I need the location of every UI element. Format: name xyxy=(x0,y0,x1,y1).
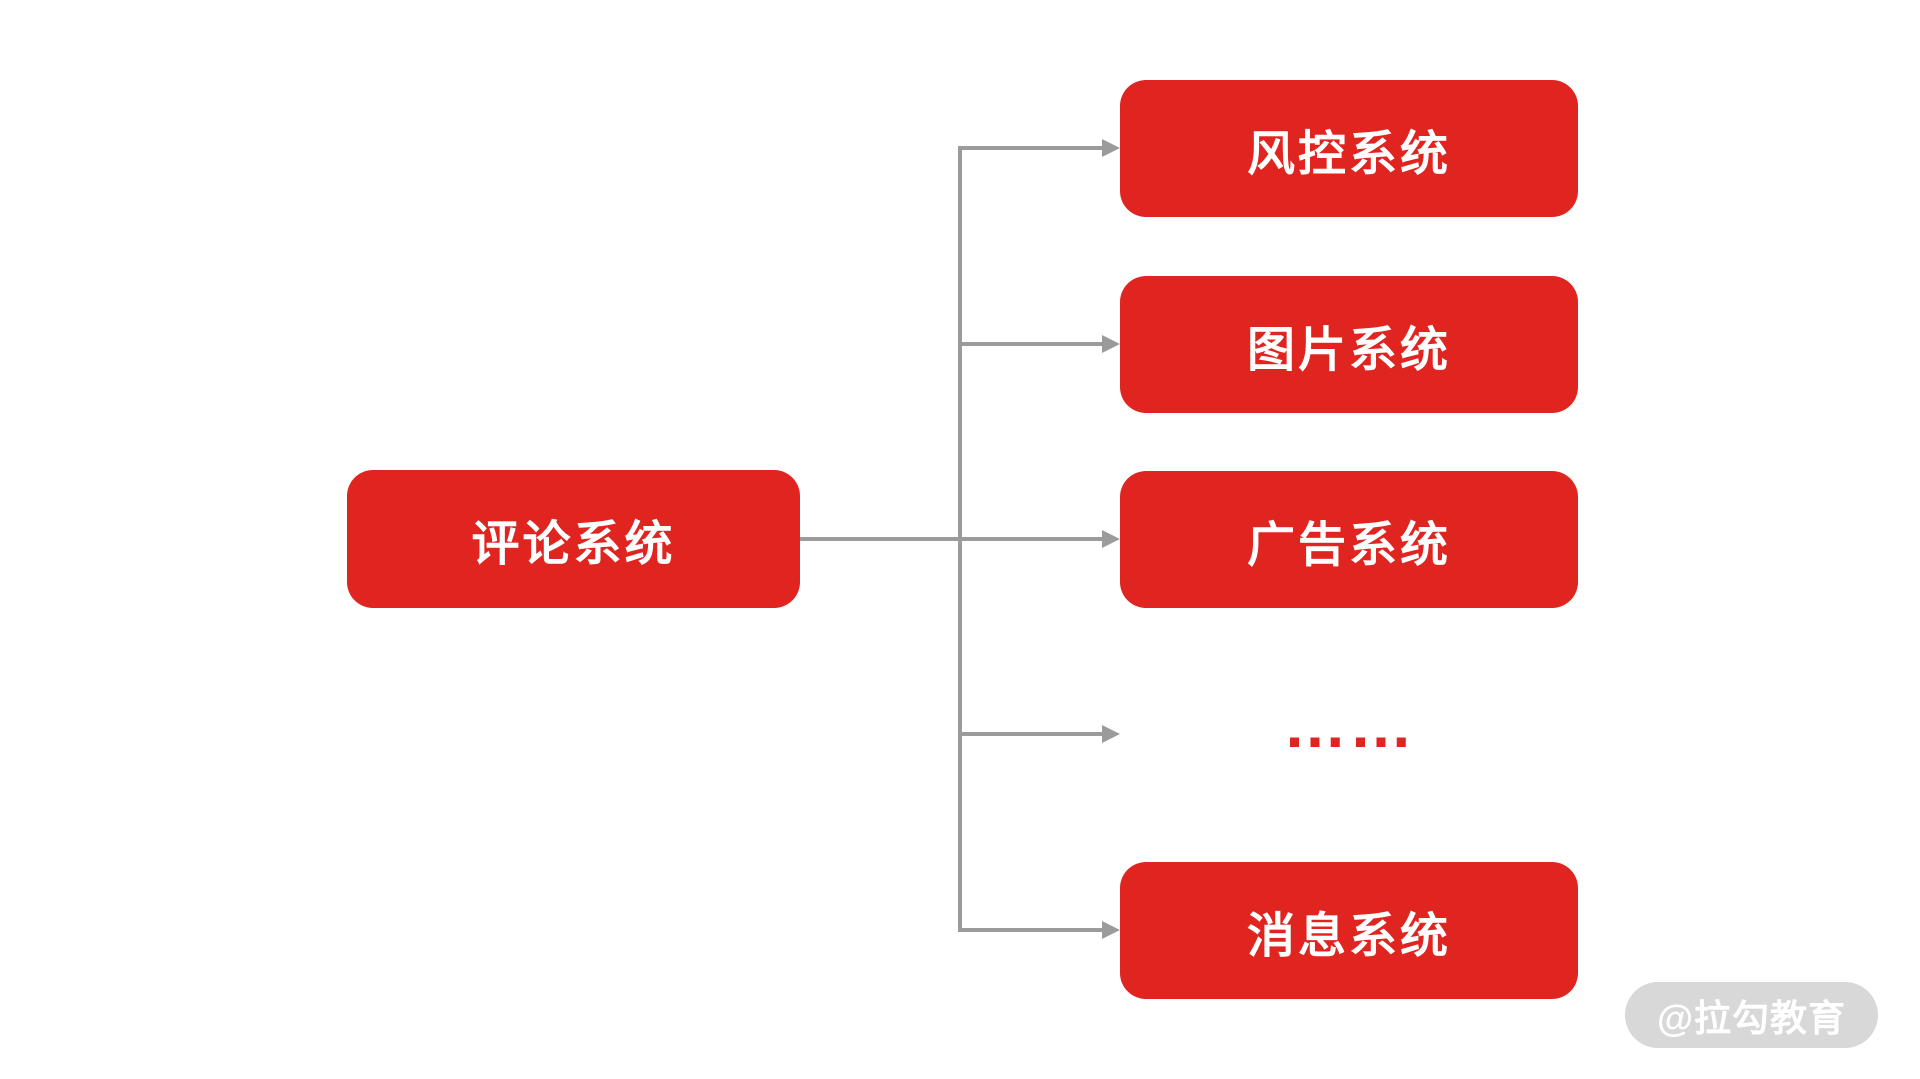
node-ad-system-label: 广告系统 xyxy=(1246,518,1451,572)
node-risk-control-system: 风控系统 xyxy=(1120,80,1578,217)
arrowhead-risk xyxy=(1102,139,1120,157)
node-ellipsis: …… xyxy=(1120,666,1578,803)
watermark-label: @拉勾教育 xyxy=(1656,998,1847,1039)
arrowhead-image xyxy=(1102,335,1120,353)
arrowhead-ellipsis xyxy=(1102,725,1120,743)
node-ellipsis-label: …… xyxy=(1283,688,1415,761)
node-message-system: 消息系统 xyxy=(1120,862,1578,999)
arrowhead-ad xyxy=(1102,530,1120,548)
node-ad-system: 广告系统 xyxy=(1120,471,1578,608)
node-comment-system: 评论系统 xyxy=(347,470,800,608)
node-comment-system-label: 评论系统 xyxy=(471,518,676,571)
arrowhead-message xyxy=(1102,921,1120,939)
watermark-lagou-edu: @拉勾教育 xyxy=(1625,982,1878,1048)
node-image-system: 图片系统 xyxy=(1120,276,1578,413)
node-image-system-label: 图片系统 xyxy=(1246,323,1451,377)
node-message-system-label: 消息系统 xyxy=(1246,909,1451,963)
node-risk-control-system-label: 风控系统 xyxy=(1246,127,1451,181)
